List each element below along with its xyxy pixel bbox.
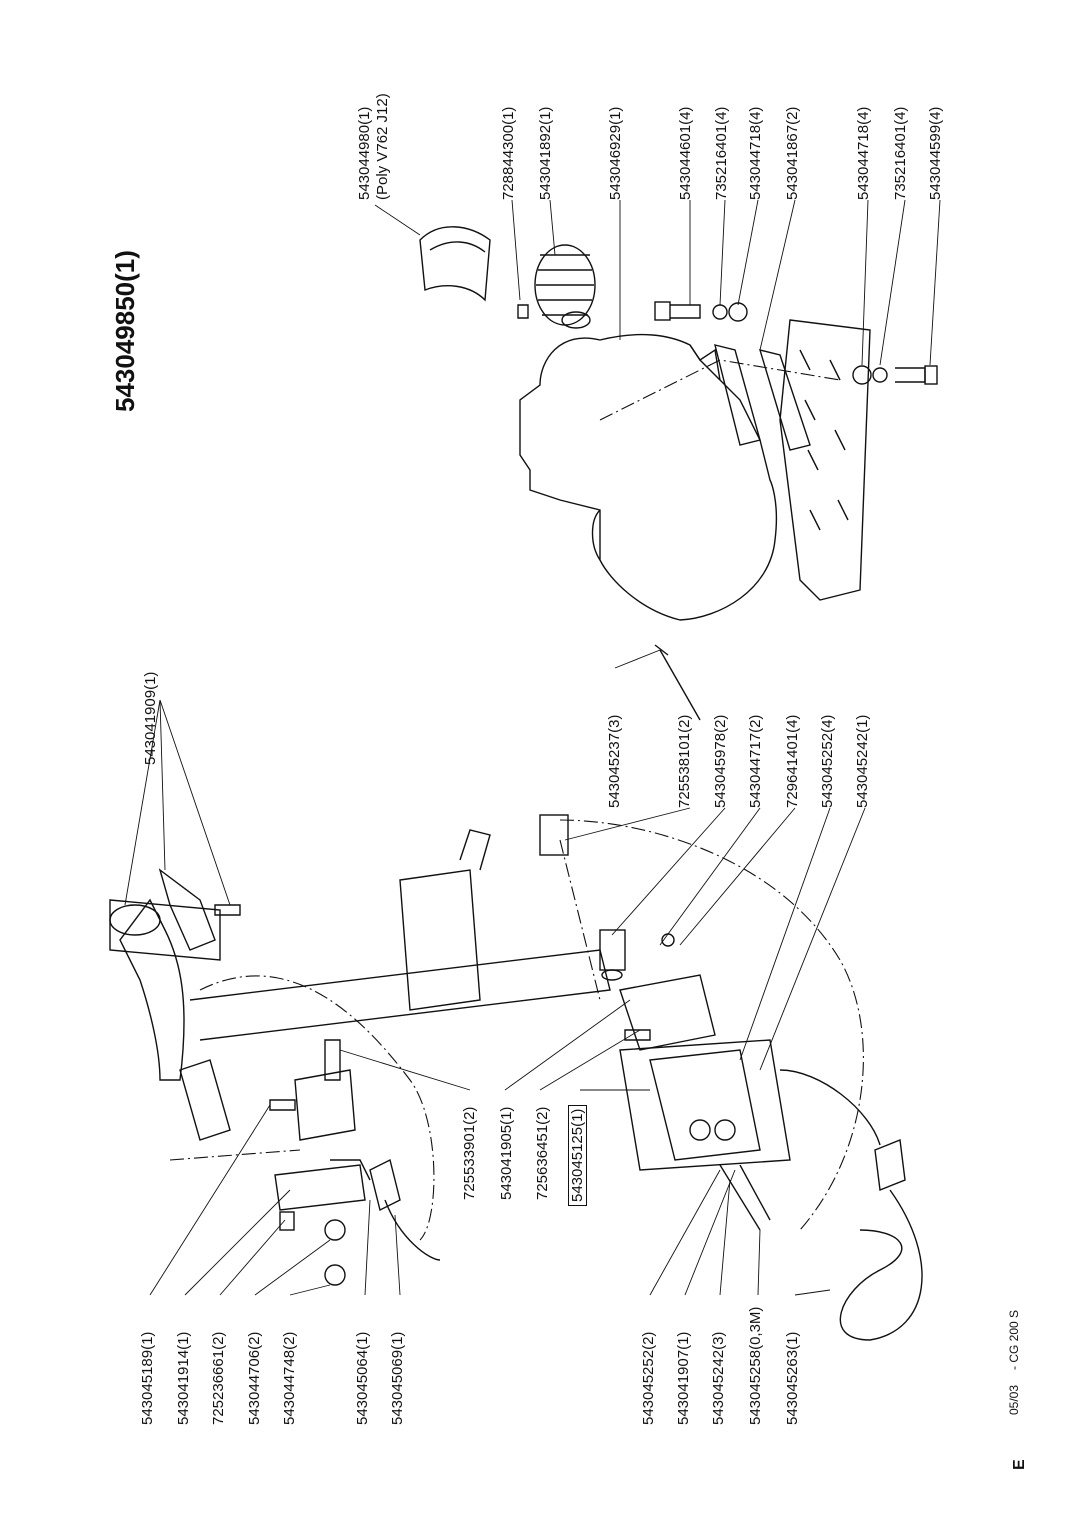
page-letter: E	[1011, 1459, 1028, 1470]
assembly-lines	[169, 359, 864, 1241]
part-label: 543045258(0,3M)	[747, 1306, 764, 1425]
handle-frame-part	[109, 829, 611, 1141]
part-label: 728844300(1)	[500, 106, 517, 200]
part-label: 725236661(2)	[210, 1331, 227, 1425]
part-label: 543041914(1)	[175, 1331, 192, 1425]
footer-model: - CG 200 S	[1007, 1309, 1021, 1370]
switch-box-part	[619, 1039, 791, 1171]
microswitch-block-part	[269, 1039, 371, 1211]
footer-date: 05/03	[1007, 1384, 1021, 1415]
part-label: 543045242(3)	[710, 1331, 727, 1425]
part-label: 543044601(4)	[677, 106, 694, 200]
part-label: 543044980(1)	[356, 106, 373, 200]
part-label: 725533901(2)	[461, 1106, 478, 1200]
poly-v-belt-part	[419, 226, 491, 302]
wire-parts	[719, 1164, 771, 1231]
bolt-washer-set-top	[654, 301, 748, 322]
part-label: 543044706(2)	[246, 1331, 263, 1425]
leader-lines	[124, 199, 941, 1296]
part-label: 543045263(1)	[784, 1331, 801, 1425]
part-label: 543045237(3)	[606, 714, 623, 808]
part-label: 735216401(4)	[713, 106, 730, 200]
part-label: 725636451(2)	[534, 1106, 551, 1200]
part-label: 543045242(1)	[854, 714, 871, 808]
motor-part	[519, 333, 778, 621]
part-label: 543045189(1)	[139, 1331, 156, 1425]
part-label: 543041905(1)	[498, 1106, 515, 1200]
motor-base-plate-part	[714, 319, 871, 601]
switch-plate-part	[619, 974, 716, 1051]
part-label: 543041867(2)	[784, 106, 801, 200]
part-label: 543041907(1)	[675, 1331, 692, 1425]
part-label: 543045978(2)	[712, 714, 729, 808]
part-label: 543045252(4)	[819, 714, 836, 808]
part-label: 543045064(1)	[354, 1331, 371, 1425]
part-label: 735216401(4)	[892, 106, 909, 200]
cable-connector-part	[369, 1069, 923, 1341]
nut-washer-part	[279, 1211, 346, 1286]
part-label: (Poly V762 J12)	[374, 93, 391, 200]
part-label: 543044718(4)	[747, 106, 764, 200]
part-label: 543044748(2)	[281, 1331, 298, 1425]
diagram-title: 543049850(1)	[110, 250, 140, 412]
part-label: 729641401(4)	[784, 714, 801, 808]
cable-tie-part	[654, 644, 701, 721]
part-label: 543041909(1)	[142, 671, 159, 765]
bolt-washer-set-bottom	[852, 365, 938, 385]
part-label: 543046929(1)	[607, 106, 624, 200]
part-label: 543044599(4)	[927, 106, 944, 200]
part-label: 543045069(1)	[389, 1331, 406, 1425]
part-label: 543044717(2)	[747, 714, 764, 808]
lever-part	[158, 868, 241, 951]
part-label: 543041892(1)	[537, 106, 554, 200]
part-label: 725538101(2)	[676, 714, 693, 808]
part-label: 543044718(4)	[855, 106, 872, 200]
part-label-boxed: 543045125(1)	[568, 1104, 587, 1206]
part-label: 543045252(2)	[640, 1331, 657, 1425]
pulley-part	[517, 244, 596, 329]
